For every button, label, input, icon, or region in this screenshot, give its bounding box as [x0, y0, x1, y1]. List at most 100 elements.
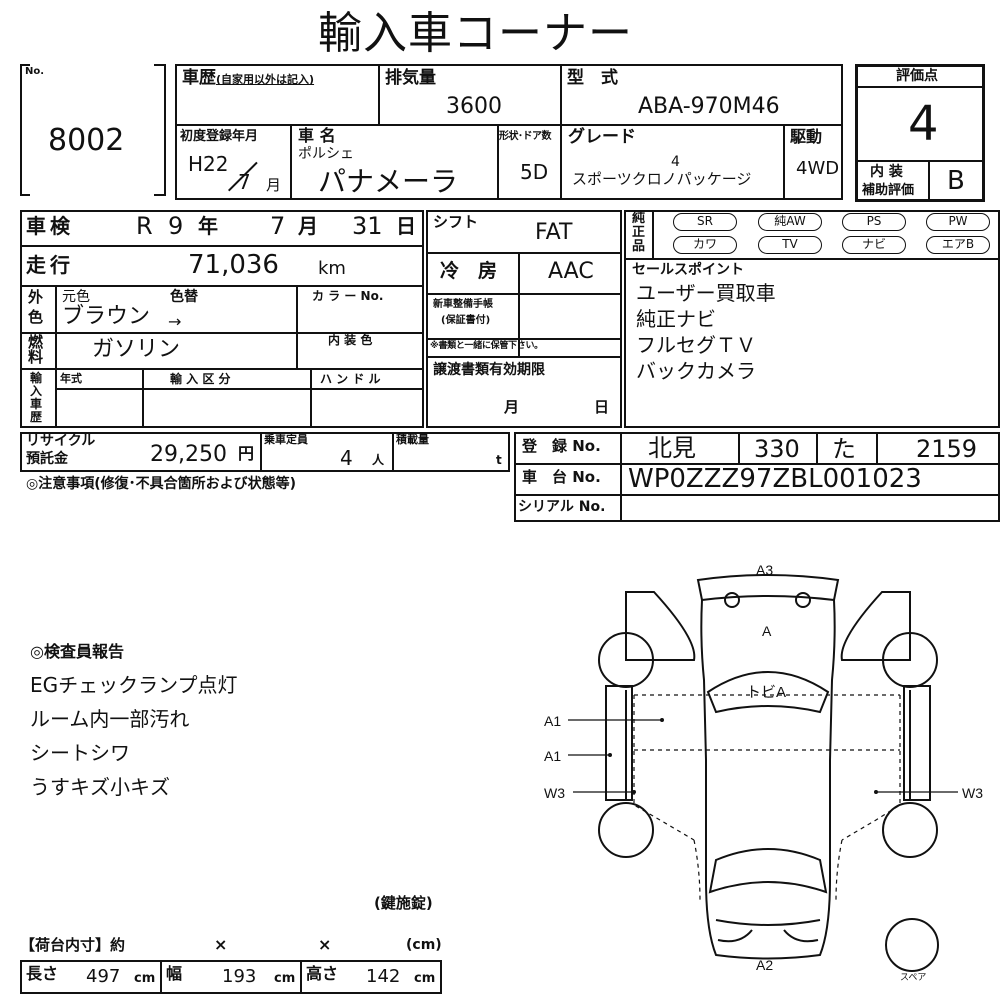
inspector-item: EGチェックランプ点灯 — [30, 673, 238, 697]
label-w3-left: W3 — [544, 785, 565, 801]
transfer-day: 日 — [594, 398, 610, 416]
doors-label: 形状･ドア数 — [499, 131, 552, 142]
recycle-block — [20, 432, 510, 472]
exterior-arrow: → — [168, 312, 182, 331]
ac-label: 冷 房 — [440, 260, 498, 282]
registration-class: 330 — [754, 435, 800, 463]
manual-label-2: (保証書付) — [441, 315, 491, 326]
page-title: 輸入車コーナー — [318, 8, 633, 59]
car-diagram: A3 A トビA A1 A1 W3 W3 A2 スペア — [544, 562, 983, 982]
inspection-block — [20, 210, 424, 428]
sales-point-item: バックカメラ — [636, 359, 756, 383]
interior-color-label: 内 装 色 — [328, 333, 373, 347]
genuine-label-1: 純 — [632, 211, 646, 226]
genuine-item-sr: SR — [673, 213, 737, 231]
registration-block — [514, 432, 1000, 522]
cargo-x2: × — [318, 935, 332, 954]
displacement-label: 排気量 — [385, 68, 436, 88]
transfer-label: 譲渡書類有効期限 — [433, 362, 545, 378]
label-a2: A2 — [756, 957, 773, 973]
load-label: 積載量 — [396, 433, 429, 446]
fuel-label-2: 料 — [28, 348, 44, 366]
interior-value: B — [947, 166, 965, 196]
mileage-unit: km — [318, 258, 346, 279]
sales-point-item: フルセグＴＶ — [636, 333, 756, 357]
exterior-orig-label: 元色 — [62, 289, 90, 305]
serial-label: シリアル No. — [518, 499, 606, 515]
inspection-year: 9 — [168, 212, 184, 240]
length-value: 497 — [86, 966, 121, 987]
import-label-1: 輸 — [30, 371, 43, 385]
import-year-label: 年式 — [60, 372, 82, 385]
inspection-day-unit: 日 — [396, 214, 416, 238]
model-label: 型 式 — [567, 68, 618, 88]
manual-label-1: 新車整備手帳 — [433, 299, 493, 310]
first-reg-label: 初度登録年月 — [180, 129, 259, 144]
inspection-month: 7 — [270, 212, 286, 240]
recycle-unit: 円 — [238, 444, 255, 463]
transfer-month: 月 — [504, 398, 520, 416]
grade-value: スポーツクロノパッケージ — [572, 170, 752, 188]
inspection-era: R — [136, 212, 153, 240]
import-type-label: 輸 入 区 分 — [170, 372, 231, 386]
label-a1-top: A1 — [544, 713, 561, 729]
height-label: 高さ — [306, 964, 339, 983]
displacement-value: 3600 — [446, 94, 502, 119]
score-value: 4 — [908, 96, 939, 152]
inspection-month-unit: 月 — [298, 214, 318, 238]
interior-label-2: 補助評価 — [862, 183, 915, 198]
width-label: 幅 — [166, 964, 183, 983]
mileage-label: 走行 — [26, 253, 74, 277]
car-name-label: 車 名 — [298, 126, 336, 145]
recycle-label-2: 預託金 — [26, 451, 68, 467]
score-label: 評価点 — [896, 68, 938, 84]
width-value: 193 — [222, 966, 257, 987]
label-w3-right: W3 — [962, 785, 983, 801]
score-box — [855, 64, 985, 202]
inspector-heading: ◎検査員報告 — [30, 642, 124, 661]
fuel-label-1: 燃 — [28, 333, 44, 351]
grade-label: グレード — [568, 127, 636, 147]
chassis-value: WP0ZZZ97ZBL001023 — [628, 464, 922, 494]
first-reg-year: H22 — [188, 152, 229, 176]
label-sunroof: トビA — [746, 684, 786, 701]
car-name-value: パナメーラ — [318, 165, 459, 198]
inspector-item: うすキズ小キズ — [30, 775, 170, 799]
label-a-rear: A — [762, 623, 772, 639]
inspection-day: 31 — [352, 212, 383, 240]
dims-block — [20, 960, 442, 994]
shift-value: FAT — [535, 220, 573, 245]
exterior-label-2: 色 — [28, 308, 44, 326]
key-note: (鍵施錠) — [374, 894, 433, 912]
inspection-label: 車検 — [26, 214, 74, 238]
cargo-x1: × — [214, 935, 228, 954]
grade-code: 4 — [671, 154, 680, 170]
registration-kana: た — [832, 435, 856, 463]
length-label: 長さ — [26, 964, 59, 983]
exterior-value: ブラウン — [62, 304, 151, 329]
sales-points-label: セールスポイント — [632, 262, 744, 278]
capacity-label: 乗車定員 — [264, 433, 308, 446]
genuine-item-aw: 純AW — [758, 213, 822, 231]
height-value: 142 — [366, 966, 401, 987]
no-label: No. — [25, 66, 45, 77]
genuine-item-navi: ナビ — [842, 236, 906, 254]
fuel-value: ガソリン — [92, 337, 181, 362]
genuine-item-ps: PS — [842, 213, 906, 231]
capacity-value: 4 — [340, 446, 353, 470]
model-value: ABA-970M46 — [638, 94, 780, 119]
genuine-item-airbag: エアB — [926, 236, 990, 254]
import-label-4: 歴 — [30, 410, 43, 424]
import-label-2: 入 — [30, 384, 43, 398]
interior-label-1: 内 装 — [870, 164, 903, 180]
registration-label: 登 録 No. — [522, 437, 601, 455]
exterior-change-label: 色替 — [170, 289, 198, 305]
inspector-item: シートシワ — [30, 741, 130, 765]
chassis-label: 車 台 No. — [522, 468, 601, 486]
recycle-label-1: リサイクル — [26, 433, 96, 449]
doors-value: 5D — [520, 160, 549, 184]
genuine-item-leather: カワ — [673, 236, 737, 254]
drive-label: 駆動 — [790, 127, 823, 146]
import-handle-label: ハ ン ド ル — [320, 372, 381, 386]
import-label-3: 車 — [30, 397, 43, 411]
